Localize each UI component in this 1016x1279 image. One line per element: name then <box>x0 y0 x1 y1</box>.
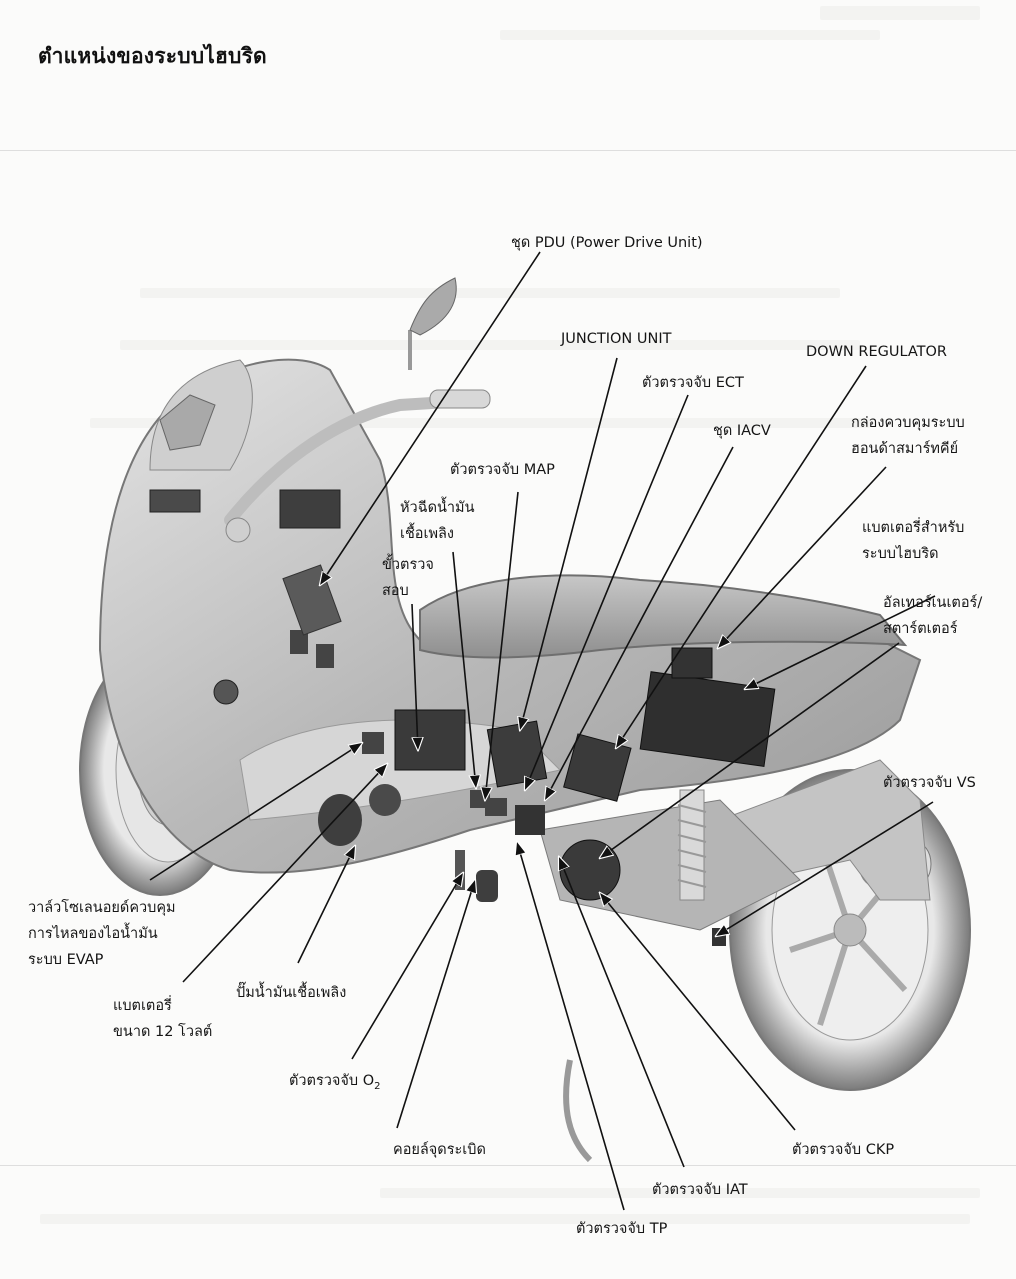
leader-fuel-injector <box>452 551 476 788</box>
label-o2-sensor: ตัวตรวจจับ O2 <box>289 1073 381 1092</box>
label-tp-sensor: ตัวตรวจจับ TP <box>576 1221 668 1237</box>
o2-sensor-part <box>455 850 465 890</box>
label-smart-key-control: กล่องควบคุมระบบฮอนด้าสมาร์ทคีย์ <box>851 415 965 457</box>
label-test-terminal: ขั้วตรวจสอบ <box>382 557 434 599</box>
bleed-through-text <box>380 1188 980 1198</box>
label-fuel-pump: ปั๊มน้ำมันเชื้อเพลิง <box>236 985 347 1001</box>
leader-alternator <box>600 642 900 858</box>
leader-lines <box>149 251 936 1211</box>
leader-pdu <box>320 251 541 585</box>
label-ect-sensor: ตัวตรวจจับ ECT <box>642 375 744 391</box>
down-regulator-box <box>563 733 632 802</box>
leader-down-regulator <box>616 365 867 748</box>
left-grip <box>225 517 251 543</box>
connector-b <box>316 644 334 668</box>
leader-ckp <box>600 893 796 1131</box>
kickstand-cable <box>563 1059 593 1163</box>
handlebar <box>224 394 486 526</box>
bleed-through-text <box>140 288 840 298</box>
map-sensor-part <box>485 798 507 816</box>
label-down-regulator: DOWN REGULATOR <box>806 344 948 360</box>
label-ckp-sensor: ตัวตรวจจับ CKP <box>792 1142 895 1158</box>
rear-shock <box>677 789 707 901</box>
horn <box>213 679 239 705</box>
fuel-cap <box>369 784 401 816</box>
switch-box <box>279 489 341 529</box>
leader-ignition-coil <box>396 880 475 1129</box>
seat <box>419 574 908 659</box>
alternator-starter <box>559 839 621 901</box>
evap-valve <box>362 732 384 754</box>
label-map-sensor: ตัวตรวจจับ MAP <box>450 462 555 478</box>
label-iacv: ชุด IACV <box>713 423 771 439</box>
leader-test-terminal <box>412 603 418 750</box>
bleed-through-text <box>40 1214 970 1224</box>
left-mirror <box>159 394 216 451</box>
label-alternator-starter: อัลเทอร์เนเตอร์/สตาร์ตเตอร์ <box>883 595 983 637</box>
label-junction-unit: JUNCTION UNIT <box>561 331 672 347</box>
hybrid-battery-box <box>639 671 776 767</box>
bleed-through-rule <box>0 150 1016 151</box>
leader-junction-unit <box>520 357 618 730</box>
fuel-pump-part <box>318 794 362 846</box>
label-fuel-injector: หัวฉีดน้ำมันเชื้อเพลิง <box>400 500 475 542</box>
connector-a <box>290 630 308 654</box>
bleed-through-text <box>90 418 870 428</box>
leader-hybrid-battery <box>745 595 936 689</box>
bleed-through-text <box>500 30 880 40</box>
label-evap-valve: วาล์วโซเลนอยด์ควบคุมการไหลของไอน้ำมันระบ… <box>28 900 176 968</box>
label-ignition-coil: คอยล์จุดระเบิด <box>393 1142 486 1158</box>
ignition-coil-part <box>476 870 498 902</box>
battery-12v <box>394 709 466 771</box>
bleed-through-text <box>820 6 980 20</box>
label-pdu: ชุด PDU (Power Drive Unit) <box>511 235 703 251</box>
label-battery-12v: แบตเตอรี่ขนาด 12 โวลต์ <box>113 998 213 1040</box>
front-connector <box>149 489 201 513</box>
leader-tp <box>517 842 625 1211</box>
leader-o2 <box>351 873 463 1060</box>
junction-unit-box <box>486 720 548 788</box>
right-mirror <box>409 277 457 336</box>
leader-map <box>485 491 519 800</box>
leader-iat <box>559 857 685 1168</box>
leader-evap <box>149 743 362 881</box>
label-vs-sensor: ตัวตรวจจับ VS <box>883 775 976 791</box>
iacv-part <box>515 805 545 835</box>
label-hybrid-battery: แบตเตอรี่สำหรับระบบไฮบริด <box>862 520 965 562</box>
leader-battery-12v <box>182 764 387 983</box>
bleed-through-text <box>120 340 860 350</box>
label-iat-sensor: ตัวตรวจจับ IAT <box>652 1182 748 1198</box>
leader-fuel-pump <box>297 846 355 964</box>
leader-smart-key <box>718 466 887 648</box>
leader-iacv <box>545 446 734 800</box>
page-title: ตำแหน่งของระบบไฮบริด <box>38 44 267 68</box>
bleed-through-rule <box>0 1165 1016 1166</box>
leader-ect <box>525 394 689 790</box>
leader-vs <box>716 801 934 936</box>
